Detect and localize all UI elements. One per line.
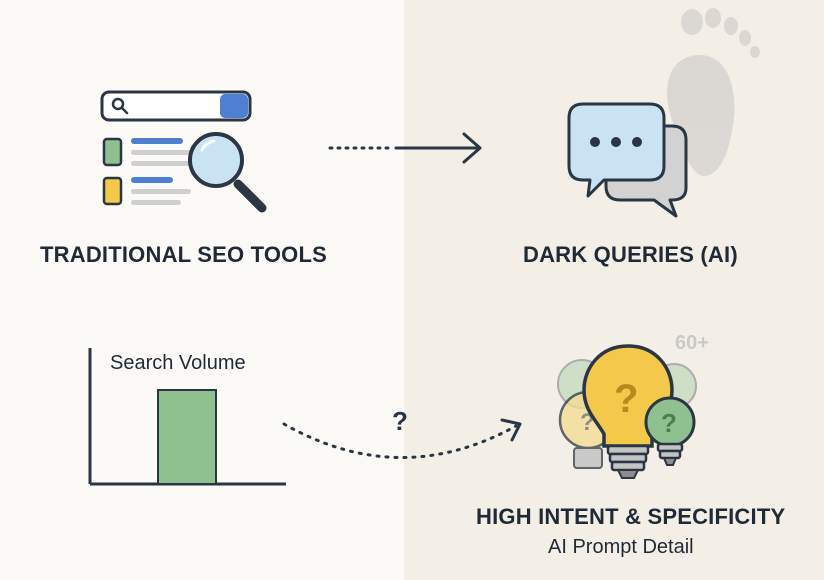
top-arrow xyxy=(328,132,482,164)
lightbulbs-icon: ? ? ? xyxy=(557,344,697,479)
dark-queries-label: DARK QUERIES (AI) xyxy=(523,242,738,267)
search-volume-label: Search Volume xyxy=(110,352,246,374)
chat-bubbles-icon xyxy=(567,102,688,218)
magnifier-icon xyxy=(188,132,267,213)
curved-arrow xyxy=(282,418,522,459)
svg-text:?: ? xyxy=(661,408,677,438)
count-badge: 60+ xyxy=(675,332,709,354)
traditional-seo-tools-label: TRADITIONAL SEO TOOLS xyxy=(40,242,327,267)
right-panel-background xyxy=(404,0,824,580)
svg-text:?: ? xyxy=(614,377,638,421)
high-intent-label: HIGH INTENT & SPECIFICITY xyxy=(476,504,786,529)
unknown-question-mark: ? xyxy=(392,406,408,436)
search-volume-chart xyxy=(88,348,286,486)
search-results-icon xyxy=(100,90,252,206)
ai-prompt-detail-label: AI Prompt Detail xyxy=(548,536,694,558)
